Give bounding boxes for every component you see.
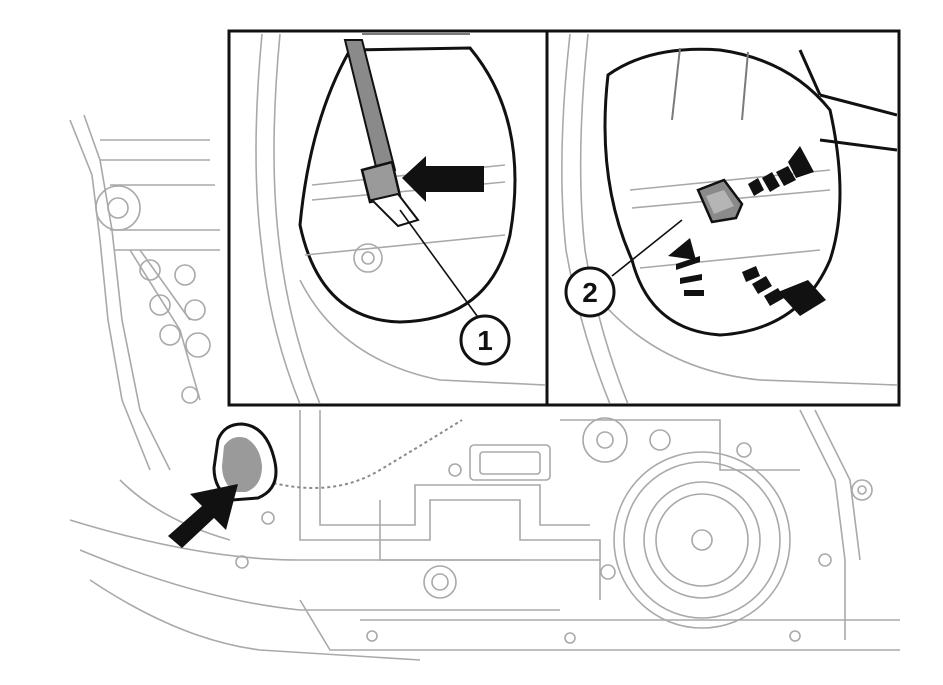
callout-1-label: 1 [477,325,493,356]
push-arrow-icon [402,156,484,202]
door-panel-drawing [69,114,900,661]
callout-1: 1 [459,314,511,366]
release-clip-part [212,422,278,502]
callout-2-label: 2 [582,277,598,308]
callout-2: 2 [564,266,616,318]
detail-panel-left [255,33,545,403]
release-arrow-icon [668,238,704,296]
release-arrow-icon [742,266,826,316]
push-arrow-icon [168,484,238,548]
release-arrow-icon [748,146,814,196]
